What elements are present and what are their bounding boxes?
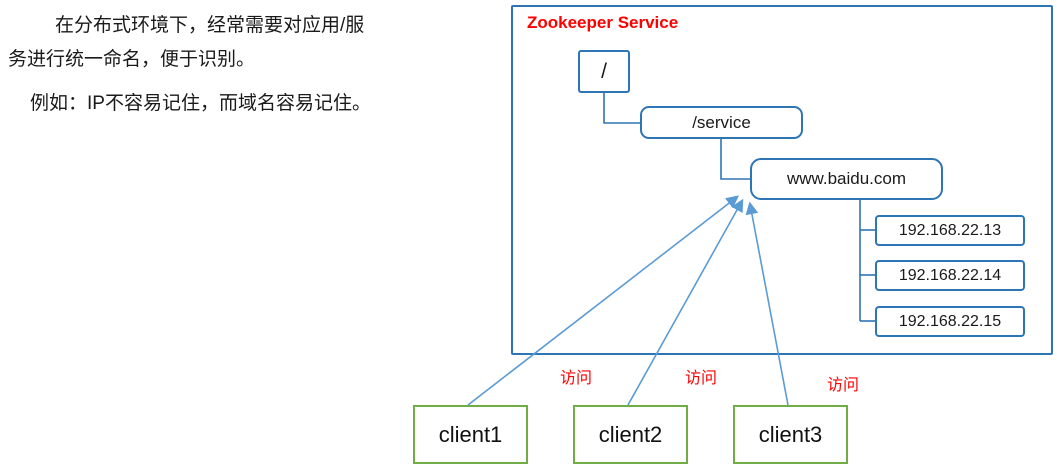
znode-ip-2: 192.168.22.14 <box>875 260 1025 291</box>
znode-service: /service <box>640 106 803 139</box>
zookeeper-service-box <box>511 5 1053 355</box>
znode-ip-3: 192.168.22.15 <box>875 306 1025 337</box>
connector-root-to-service <box>603 93 640 124</box>
zookeeper-service-title: Zookeeper Service <box>527 13 679 32</box>
znode-root: / <box>578 50 630 93</box>
intro-text-line-2: 务进行统一命名，便于识别。 <box>8 49 256 70</box>
connector-service-to-domain <box>720 139 750 180</box>
client3-access-arrow <box>745 201 789 406</box>
client2-box: client2 <box>573 405 688 464</box>
client2-access-arrow <box>627 198 744 406</box>
access-label-3: 访问 <box>827 377 860 394</box>
intro-text-line-1: 在分布式环境下，经常需要对应用/服 <box>55 15 365 36</box>
client3-box: client3 <box>733 405 848 464</box>
intro-text-line-3: 例如：IP不容易记住，而域名容易记住。 <box>30 93 371 114</box>
znode-ip-1: 192.168.22.13 <box>875 215 1025 246</box>
access-label-2: 访问 <box>685 370 718 387</box>
client1-box: client1 <box>413 405 528 464</box>
client1-access-arrow <box>467 195 740 406</box>
access-label-1: 访问 <box>560 370 593 387</box>
znode-domain: www.baidu.com <box>750 158 943 200</box>
